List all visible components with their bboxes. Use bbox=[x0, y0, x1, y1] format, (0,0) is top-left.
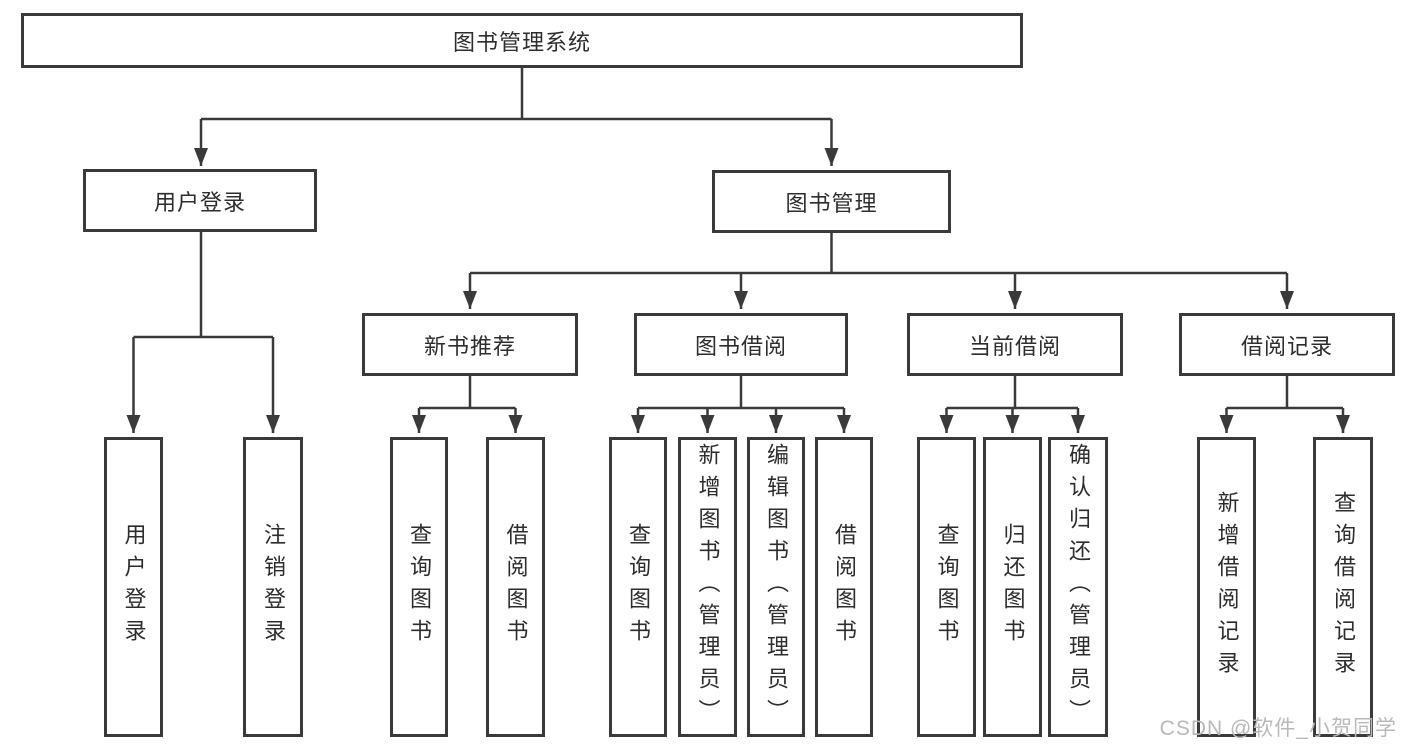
node-label: 借阅记录 bbox=[1240, 333, 1333, 359]
node-current-borrow: 当前借阅 bbox=[907, 313, 1123, 376]
node-book-borrow: 图书借阅 bbox=[634, 313, 848, 376]
node-label: 当前借阅 bbox=[968, 333, 1061, 359]
node-label: 注销登录 bbox=[261, 523, 286, 651]
root-branch-wires bbox=[194, 68, 839, 166]
book-borrow-module-wires bbox=[631, 376, 851, 433]
node-label: 归还图书 bbox=[1000, 523, 1026, 651]
node-label: 图书借阅 bbox=[694, 333, 787, 359]
borrow-record-module-wires bbox=[1219, 376, 1350, 433]
node-query-books-borrow: 查询图书 bbox=[609, 437, 667, 737]
node-label: 确认归还（管理员） bbox=[1066, 443, 1091, 731]
node-label: 查询图书 bbox=[626, 523, 651, 651]
node-edit-book-admin: 编辑图书（管理员） bbox=[747, 437, 805, 737]
node-label: 图书管理系统 bbox=[452, 29, 591, 55]
node-borrow-records: 借阅记录 bbox=[1179, 313, 1395, 376]
node-book-management: 图书管理 bbox=[712, 170, 951, 233]
node-new-book-recommend: 新书推荐 bbox=[362, 313, 578, 376]
node-label: 借阅图书 bbox=[832, 523, 857, 651]
node-add-book-admin: 新增图书（管理员） bbox=[678, 437, 737, 737]
node-logout: 注销登录 bbox=[243, 437, 303, 737]
node-label: 编辑图书（管理员） bbox=[764, 443, 789, 731]
current-borrow-module-wires bbox=[939, 376, 1085, 433]
node-label: 用户登录 bbox=[121, 523, 147, 651]
node-root: 图书管理系统 bbox=[21, 13, 1023, 68]
node-borrow-books-recommend: 借阅图书 bbox=[486, 437, 545, 737]
management-branch-wires bbox=[463, 233, 1294, 309]
node-query-books-current: 查询图书 bbox=[917, 437, 976, 737]
node-label: 图书管理 bbox=[785, 190, 878, 216]
node-label: 新书推荐 bbox=[423, 333, 516, 359]
login-branch-wires bbox=[126, 232, 280, 433]
node-label: 新增借阅记录 bbox=[1214, 491, 1240, 683]
node-label: 查询借阅记录 bbox=[1331, 491, 1356, 683]
node-add-borrow-record: 新增借阅记录 bbox=[1197, 437, 1256, 737]
node-return-book: 归还图书 bbox=[983, 437, 1042, 737]
node-label: 新增图书（管理员） bbox=[695, 443, 721, 731]
node-label: 查询图书 bbox=[934, 523, 960, 651]
node-label: 查询图书 bbox=[407, 523, 432, 651]
node-label: 借阅图书 bbox=[503, 523, 529, 651]
node-borrow-books: 借阅图书 bbox=[815, 437, 873, 737]
node-query-books-recommend: 查询图书 bbox=[390, 437, 448, 737]
node-query-borrow-record: 查询借阅记录 bbox=[1313, 437, 1373, 737]
node-confirm-return-admin: 确认归还（管理员） bbox=[1048, 437, 1108, 737]
csdn-watermark: CSDN @软件_小贺同学 bbox=[1159, 717, 1397, 740]
node-user-login-branch: 用户登录 bbox=[83, 169, 317, 232]
node-user-login: 用户登录 bbox=[104, 437, 163, 737]
new-book-module-wires bbox=[412, 376, 523, 433]
node-label: 用户登录 bbox=[153, 189, 246, 215]
